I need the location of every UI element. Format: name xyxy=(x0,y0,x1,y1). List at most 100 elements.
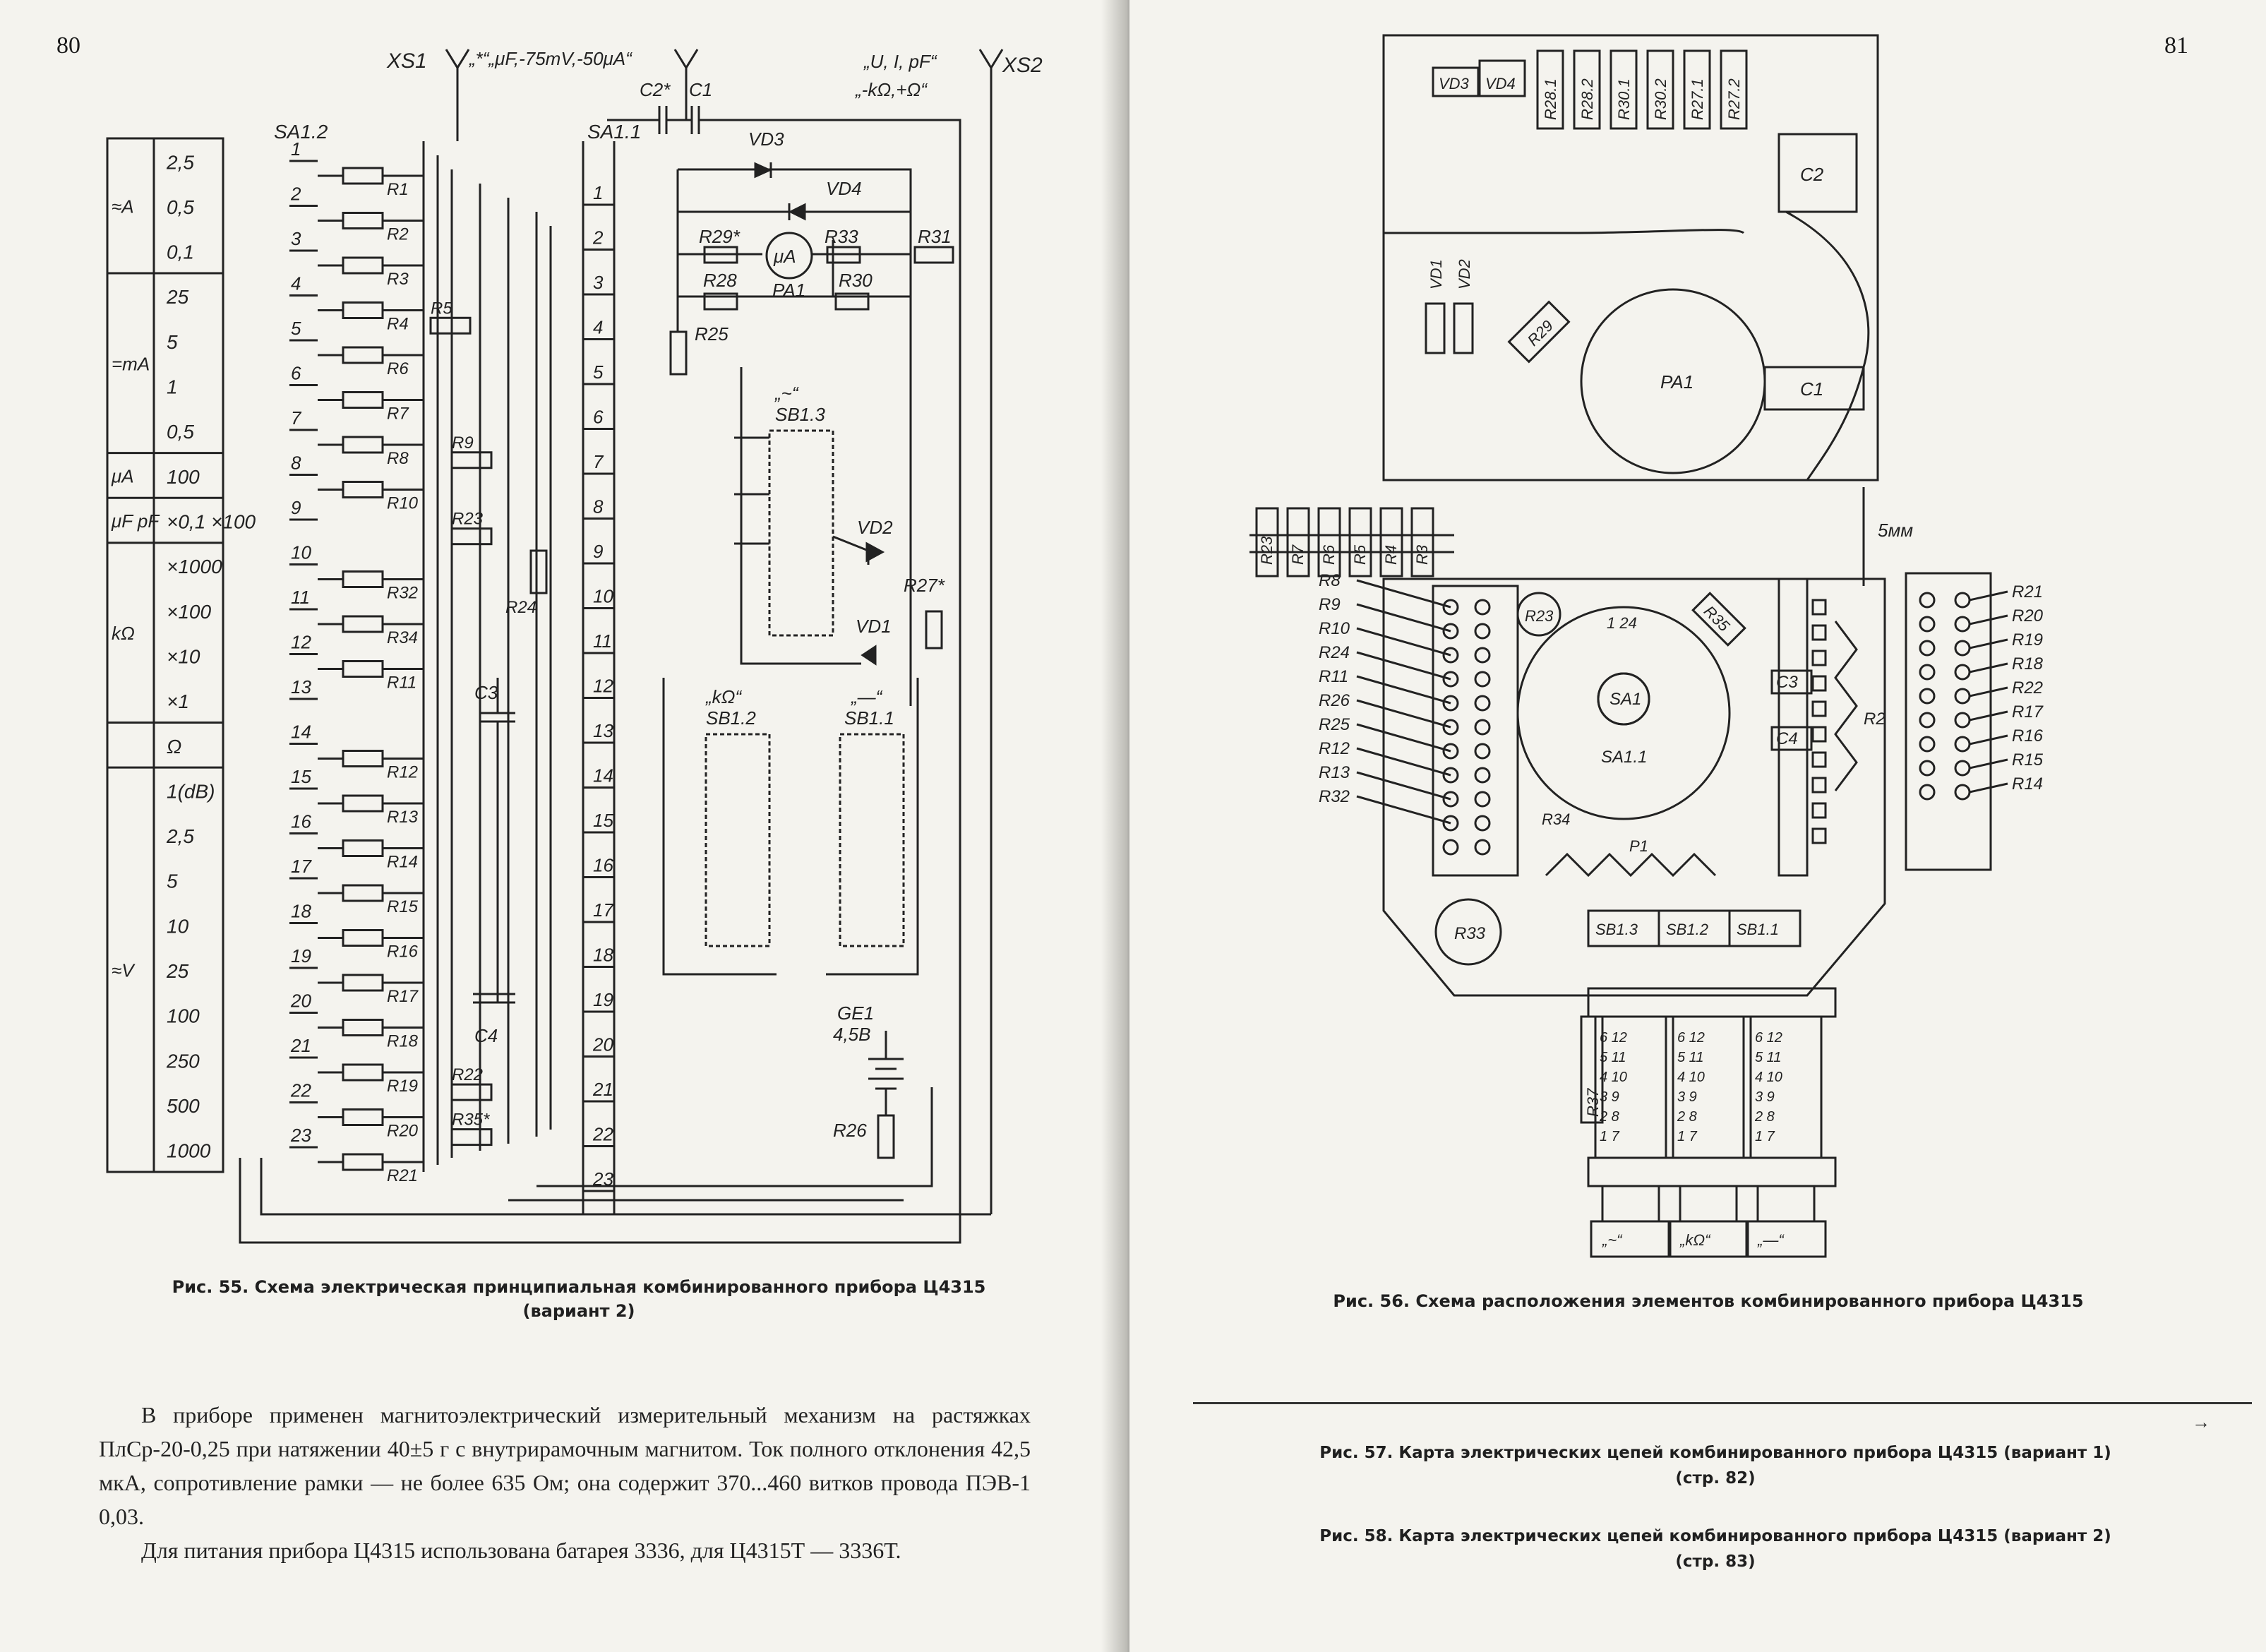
position-number: 7 xyxy=(593,451,604,472)
position-number: 4 xyxy=(593,317,603,338)
position-number: 5 xyxy=(593,361,604,383)
switch-right-label: SA1.1 xyxy=(587,121,641,143)
position-number: 20 xyxy=(592,1034,613,1055)
resistor-r9 xyxy=(450,451,493,469)
resistor-r29 xyxy=(703,246,738,264)
range-group: ≈V xyxy=(112,960,136,981)
position-number: 18 xyxy=(593,945,613,966)
contact-row: 1 7 xyxy=(1677,1129,1698,1144)
range-value: ×10 xyxy=(167,645,200,667)
part-label: R35 xyxy=(1701,602,1734,635)
resistor-label: R10 xyxy=(387,494,419,513)
position-number: 3 xyxy=(291,228,301,249)
sb13-mode: „~“ xyxy=(774,383,799,404)
resistor-label: R16 xyxy=(387,942,419,962)
contact-row: 4 10 xyxy=(1755,1070,1782,1085)
position-number: 10 xyxy=(593,586,613,607)
range-value: ×1 xyxy=(167,690,189,712)
resistor-label: R7 xyxy=(387,405,409,424)
resistor-label: R12 xyxy=(387,763,418,782)
resistor-r10 xyxy=(342,481,384,498)
sa11-label: SA1.1 xyxy=(1601,748,1647,767)
measurement-circuit: μA PA1 R29* R33 R31 R28 R30 VD3 VD4 R25 … xyxy=(662,128,954,1159)
range-value: 2,5 xyxy=(166,825,194,847)
part-vd1 xyxy=(1425,302,1446,354)
r27-label: R27* xyxy=(904,575,945,596)
side-label-left: R13 xyxy=(1319,763,1350,782)
resistor-label: R20 xyxy=(387,1122,419,1141)
side-label-left: R25 xyxy=(1319,715,1350,734)
strip-label: R23 xyxy=(1258,536,1276,565)
resistor-r30 xyxy=(834,292,870,311)
caption-55-line1: Рис. 55. Схема электрическая принципиаль… xyxy=(172,1277,986,1297)
position-number: 15 xyxy=(291,766,311,787)
vd3-label: VD3 xyxy=(748,128,784,150)
button-slot-label: SB1.3 xyxy=(1595,921,1638,938)
range-group: ≈A xyxy=(112,196,134,217)
position-number: 17 xyxy=(291,856,312,877)
position-number: 8 xyxy=(593,496,604,517)
resistor-label: R22 xyxy=(452,1065,483,1084)
contact-row: 6 12 xyxy=(1600,1030,1627,1046)
r33-label: R33 xyxy=(825,226,858,247)
pa1-label: PA1 xyxy=(772,280,805,301)
range-group: =mA xyxy=(112,353,150,374)
sb11-mode: „—“ xyxy=(851,686,883,707)
contact-row: 2 8 xyxy=(1599,1109,1619,1125)
resistor-label: R32 xyxy=(387,584,418,603)
ge1-label: GE1 xyxy=(837,1002,874,1024)
part-label: C4 xyxy=(1776,729,1798,748)
resistor-r14 xyxy=(342,839,384,857)
caption-57: Рис. 57. Карта электрических цепей комби… xyxy=(1221,1440,2210,1491)
range-value: 0,5 xyxy=(167,421,194,443)
range-value: 1000 xyxy=(167,1140,211,1162)
resistor-label: R5 xyxy=(431,299,452,318)
resistor-r18 xyxy=(342,1019,384,1036)
part-label: VD4 xyxy=(1485,75,1516,92)
resistor-label: R24 xyxy=(505,598,536,617)
position-number: 19 xyxy=(291,945,311,966)
range-value: ×1000 xyxy=(167,556,222,577)
strip-label: R5 xyxy=(1351,544,1369,565)
resistor-r19 xyxy=(342,1063,384,1082)
xs1-symbol xyxy=(445,49,470,92)
side-label-right: R19 xyxy=(2012,630,2043,650)
part-label: PA1 xyxy=(1660,371,1693,393)
position-number: 16 xyxy=(291,811,311,832)
resistor-label: R18 xyxy=(387,1032,419,1051)
switch-sb12 xyxy=(705,733,771,947)
resistor-r32 xyxy=(342,570,384,588)
part-label: R30.1 xyxy=(1615,78,1633,120)
resistor-r3 xyxy=(342,256,384,275)
position-number: 17 xyxy=(593,899,614,921)
resistor-r12 xyxy=(342,750,384,767)
position-number: 18 xyxy=(291,901,311,922)
resistor-r15 xyxy=(342,884,384,902)
arrow-icon: → xyxy=(2192,1412,2210,1432)
contact-row: 4 10 xyxy=(1600,1070,1627,1085)
position-number: 5 xyxy=(291,318,301,339)
battery-ge1 xyxy=(868,1031,904,1115)
sa1-marks: 1 24 xyxy=(1607,614,1637,632)
divider-line xyxy=(1193,1402,2252,1404)
strip-label: R6 xyxy=(1320,544,1338,565)
resistor-label: R2 xyxy=(387,225,409,244)
resistor-r5 xyxy=(429,316,472,335)
side-label-right: R21 xyxy=(2012,582,2043,601)
position-number: 9 xyxy=(593,541,603,562)
xs1-label: XS1 xyxy=(386,49,427,73)
part-label: R28.2 xyxy=(1578,78,1596,120)
contact-row: 4 10 xyxy=(1677,1070,1705,1085)
contact-row: 5 11 xyxy=(1755,1050,1781,1065)
part-vd2 xyxy=(1453,302,1474,354)
resistor-r2 xyxy=(342,212,384,229)
part-label: R27.1 xyxy=(1689,78,1706,120)
range-value: 250 xyxy=(166,1050,200,1072)
position-number: 12 xyxy=(593,676,613,697)
gap-label: 5мм xyxy=(1878,520,1913,541)
position-number: 9 xyxy=(291,497,301,518)
strip-r5 xyxy=(1348,507,1372,577)
